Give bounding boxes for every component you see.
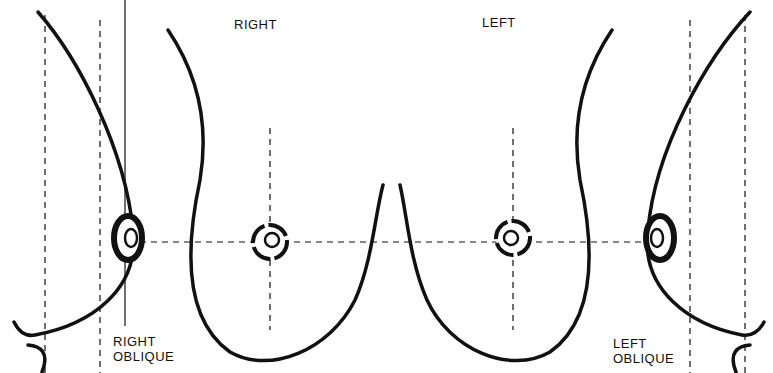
nipples	[114, 216, 674, 260]
breast-outlines	[14, 12, 764, 372]
view-label: LEFT	[482, 15, 562, 30]
oblique-view-label: RIGHT OBLIQUE	[113, 334, 175, 364]
view-label: RIGHT	[234, 17, 314, 32]
oblique-view-label: LEFT OBLIQUE	[613, 336, 675, 366]
guide-lines	[45, 15, 745, 373]
